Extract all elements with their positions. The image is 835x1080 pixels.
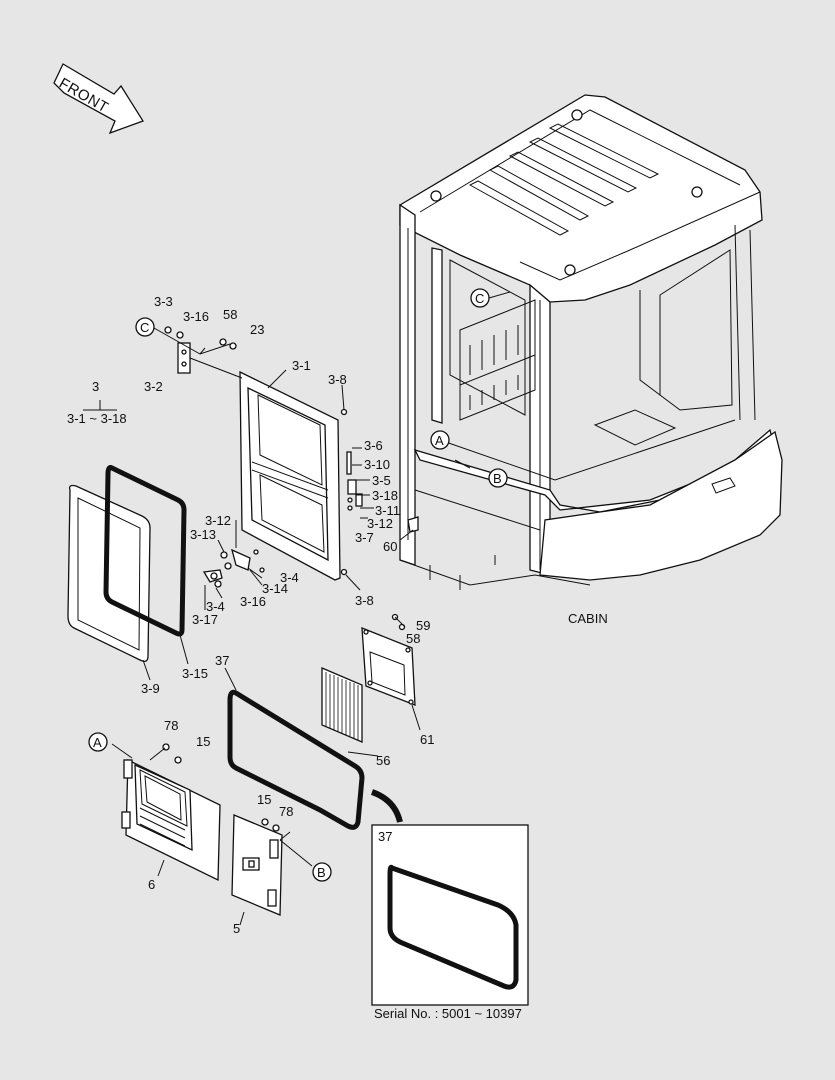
callout-b-cabin: B	[488, 468, 508, 488]
label-58-top: 58	[223, 307, 237, 322]
latch-parts	[340, 408, 419, 576]
label-3-4-left: 3-4	[206, 599, 225, 614]
label-3-10: 3-10	[364, 457, 390, 472]
hinge-fasteners	[153, 326, 237, 355]
label-3-3: 3-3	[154, 294, 173, 309]
label-15-left: 15	[196, 734, 210, 749]
label-37-detail: 37	[378, 829, 392, 844]
label-assembly-number: 3	[92, 379, 99, 394]
svg-text:B: B	[493, 471, 502, 486]
callout-a-panel: A	[88, 732, 108, 752]
label-78-right: 78	[279, 804, 293, 819]
labels: 3-3 3-16 58 23 3-2 3-1 3-8 3 3-1 ~ 3-18 …	[67, 294, 608, 1021]
panel-6	[111, 743, 221, 882]
callout-c-cabin: C	[470, 288, 511, 308]
callout-c-hinge: C	[135, 317, 155, 337]
cabin-body	[399, 94, 783, 590]
label-3-2: 3-2	[144, 379, 163, 394]
label-59: 59	[416, 618, 430, 633]
front-arrow: FRONT	[53, 63, 144, 135]
label-60: 60	[383, 539, 397, 554]
label-3-9: 3-9	[141, 681, 160, 696]
door-panel	[239, 370, 341, 581]
seal-37	[227, 689, 365, 830]
label-3-18: 3-18	[372, 488, 398, 503]
filter-56	[321, 667, 363, 743]
svg-text:A: A	[435, 433, 444, 448]
label-23: 23	[250, 322, 264, 337]
label-3-4-right: 3-4	[280, 570, 299, 585]
svg-text:A: A	[93, 735, 102, 750]
seal-3-15	[103, 465, 187, 637]
label-5: 5	[233, 921, 240, 936]
label-78-left: 78	[164, 718, 178, 733]
label-56: 56	[376, 753, 390, 768]
label-3-16-bottom: 3-16	[240, 594, 266, 609]
label-3-13: 3-13	[190, 527, 216, 542]
svg-text:C: C	[140, 320, 149, 335]
label-3-7: 3-7	[355, 530, 374, 545]
label-3-8-bottom: 3-8	[355, 593, 374, 608]
callout-b-panel: B	[312, 862, 332, 882]
label-61: 61	[420, 732, 434, 747]
label-3-1: 3-1	[292, 358, 311, 373]
label-3-12-left: 3-12	[205, 513, 231, 528]
label-3-12-right: 3-12	[367, 516, 393, 531]
label-3-14: 3-14	[262, 581, 288, 596]
svg-text:C: C	[475, 291, 484, 306]
svg-text:B: B	[317, 865, 326, 880]
label-6: 6	[148, 877, 155, 892]
label-58-right: 58	[406, 631, 420, 646]
callout-a-cabin: A	[430, 430, 450, 450]
label-3-16-top: 3-16	[183, 309, 209, 324]
cover-plate-61	[361, 613, 416, 706]
label-3-8-top: 3-8	[328, 372, 347, 387]
label-15-right: 15	[257, 792, 271, 807]
leader-lines	[83, 369, 421, 926]
serial-note: Serial No. : 5001 ~ 10397	[374, 1006, 522, 1021]
label-3-15: 3-15	[182, 666, 208, 681]
label-3-5: 3-5	[372, 473, 391, 488]
cabin-label: CABIN	[568, 611, 608, 626]
label-3-6: 3-6	[364, 438, 383, 453]
hinge	[177, 342, 243, 379]
seal-3-9	[67, 484, 151, 662]
door-handle-parts	[202, 548, 265, 588]
detail-box	[370, 789, 529, 1006]
label-3-17: 3-17	[192, 612, 218, 627]
label-3-11: 3-11	[375, 503, 400, 518]
label-assembly-range: 3-1 ~ 3-18	[67, 411, 127, 426]
label-37: 37	[215, 653, 229, 668]
panel-5	[231, 814, 313, 916]
